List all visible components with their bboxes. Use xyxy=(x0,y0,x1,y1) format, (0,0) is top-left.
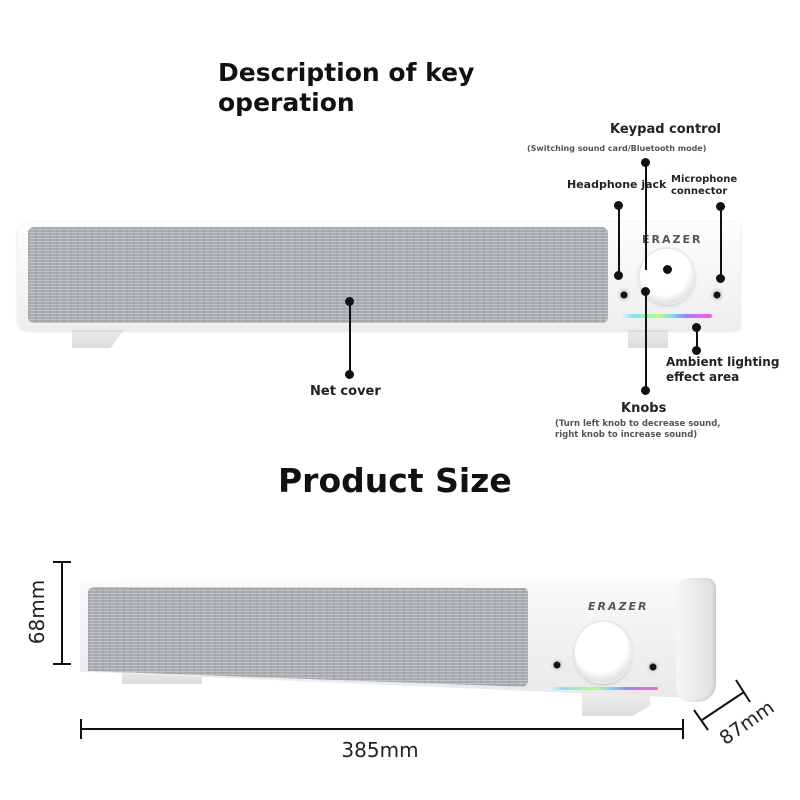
ambient-lighting-line xyxy=(696,327,698,347)
microphone-connector-label: Microphone connector xyxy=(671,174,737,198)
headphone-jack-label: Headphone jack xyxy=(567,178,667,191)
knobs-note-line-1: (Turn left knob to decrease sound, xyxy=(555,419,721,429)
ambient-light-strip xyxy=(620,314,712,318)
headphone-jack-end-dot xyxy=(614,271,623,280)
knobs-end-dot xyxy=(641,386,650,395)
speaker2-ambient-light-strip xyxy=(548,687,658,690)
net-cover-fabric xyxy=(28,227,608,323)
mic-label-line-2: connector xyxy=(671,186,728,197)
ambient-lighting-end-dot xyxy=(692,346,701,355)
brand-logo: ERAZER xyxy=(642,233,703,246)
keypad-control-note: (Switching sound card/Bluetooth mode) xyxy=(527,144,707,153)
speaker2-microphone-jack xyxy=(646,660,660,674)
mic-label-line-1: Microphone xyxy=(671,174,738,185)
height-dimension-bottom-tick xyxy=(53,663,71,665)
speaker-foot-left xyxy=(72,326,127,348)
length-dimension-line xyxy=(80,728,684,730)
ambient-lighting-label: Ambient lighting effect area xyxy=(666,355,779,385)
ambient-label-line-1: Ambient lighting xyxy=(666,355,780,369)
length-dimension-label: 385mm xyxy=(341,738,419,762)
net-cover-label: Net cover xyxy=(310,384,381,399)
section-title-key-operation: Description of key operation xyxy=(218,58,474,118)
keypad-control-end-dot xyxy=(663,265,672,274)
depth-dimension-line xyxy=(693,679,751,731)
keypad-control-line xyxy=(645,162,647,270)
speaker-foot-right xyxy=(628,326,668,348)
section-title-product-size: Product Size xyxy=(278,461,512,500)
microphone-line xyxy=(720,206,722,278)
knobs-label: Knobs xyxy=(621,401,667,416)
height-dimension-label: 68mm xyxy=(25,579,49,645)
ambient-label-line-2: effect area xyxy=(666,370,740,384)
net-cover-end-dot xyxy=(345,370,354,379)
knobs-line xyxy=(645,291,647,391)
height-dimension-line xyxy=(61,561,63,665)
net-cover-line xyxy=(349,301,351,371)
speaker2-brand-logo: ERAZER xyxy=(588,600,649,613)
speaker2-end-cap xyxy=(676,578,716,702)
speaker2-volume-knob xyxy=(575,622,631,682)
keypad-control-label: Keypad control xyxy=(610,122,721,137)
knobs-note: (Turn left knob to decrease sound, right… xyxy=(555,419,721,441)
title-line-1: Description of key xyxy=(218,58,475,87)
knobs-note-line-2: right knob to increase sound) xyxy=(555,430,698,440)
microphone-jack xyxy=(710,288,724,302)
speaker2-headphone-jack xyxy=(550,658,564,672)
speaker2-net-cover xyxy=(88,587,528,687)
headphone-jack-line xyxy=(618,205,620,275)
headphone-jack xyxy=(617,288,631,302)
microphone-end-dot xyxy=(716,274,725,283)
length-dimension-right-tick xyxy=(682,719,684,739)
title-line-2: operation xyxy=(218,88,355,117)
